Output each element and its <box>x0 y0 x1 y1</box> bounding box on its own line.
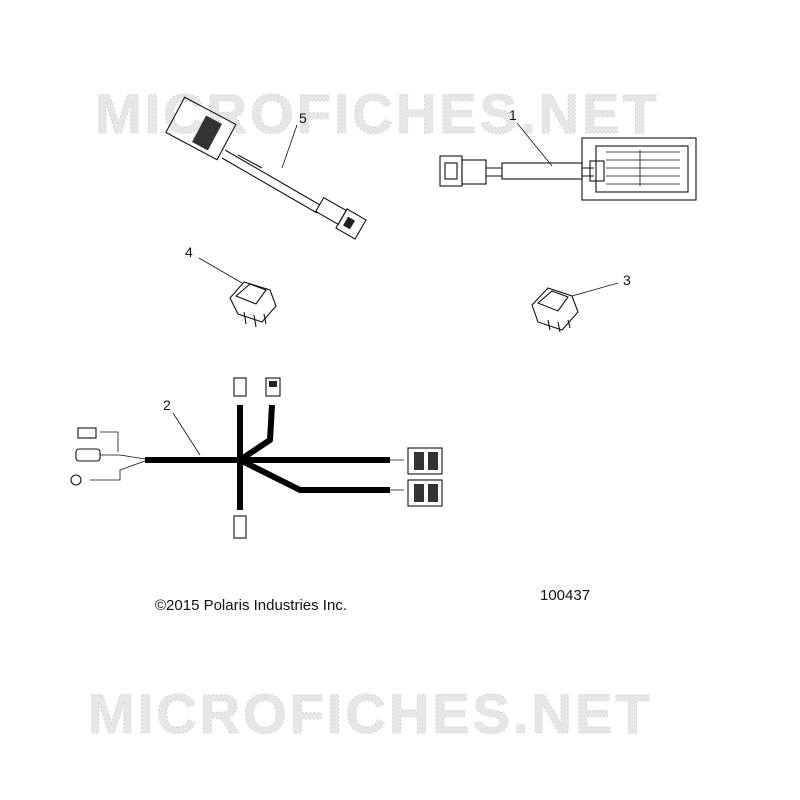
watermark-bottom: MICROFICHES.NET <box>88 682 653 745</box>
part-4-rocker-switch[interactable] <box>229 281 277 328</box>
part-3-rocker-switch[interactable] <box>531 287 579 333</box>
leader-3 <box>571 282 619 297</box>
part-2-wiring-harness[interactable] <box>70 377 443 539</box>
leader-1 <box>516 122 553 167</box>
leader-5 <box>281 124 298 169</box>
watermark-top: MICROFICHES.NET <box>95 82 660 145</box>
leader-2 <box>172 412 201 456</box>
callout-4: 4 <box>185 244 193 260</box>
callout-1: 1 <box>509 107 517 123</box>
copyright-text: ©2015 Polaris Industries Inc. <box>155 597 347 614</box>
part-1-heater-pad[interactable] <box>439 137 697 201</box>
callout-3: 3 <box>623 272 631 288</box>
part-5-module-cable[interactable] <box>165 96 367 240</box>
callout-2: 2 <box>163 397 171 413</box>
figure-number: 100437 <box>540 587 590 604</box>
leader-4 <box>198 257 243 284</box>
callout-5: 5 <box>299 110 307 126</box>
